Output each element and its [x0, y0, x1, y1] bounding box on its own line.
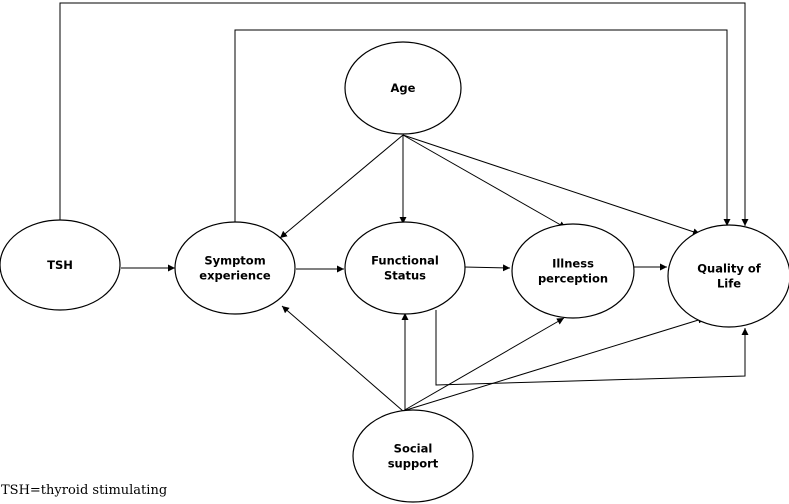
edge-symptom-to-qol	[234, 29, 731, 226]
edge-age-to-symptom	[279, 134, 404, 239]
edge-functional-to-illness	[463, 264, 511, 272]
node-label-line: support	[388, 456, 439, 470]
node-label-line: Illness	[552, 256, 594, 270]
edge-age-to-illness	[402, 134, 567, 229]
node-label-line: Age	[391, 81, 416, 95]
edge-functional-to-qol	[435, 310, 749, 386]
node-age: Age	[344, 41, 462, 135]
edge-social-to-symptom	[281, 305, 404, 412]
node-label-line: experience	[199, 268, 271, 282]
node-label-line: Functional	[371, 253, 439, 267]
node-label-line: Status	[384, 268, 426, 282]
edge-social-to-illness	[402, 317, 565, 412]
node-tsh-label: TSH	[47, 258, 73, 272]
edge-age-to-qol	[402, 134, 701, 236]
edge-social-to-qol	[402, 316, 706, 412]
node-tsh: TSH	[0, 219, 121, 311]
node-label-line: Symptom	[204, 253, 265, 267]
footnote: TSH=thyroid stimulating	[1, 483, 168, 498]
edge-tsh-to-qol	[59, 2, 749, 226]
node-label-line: perception	[538, 271, 608, 285]
node-label-line: TSH	[47, 258, 73, 272]
node-label-line: Quality of	[697, 261, 762, 275]
node-label-line: Social	[394, 441, 433, 455]
edges	[59, 2, 749, 412]
node-age-label: Age	[391, 81, 416, 95]
node-label-line: Life	[717, 276, 741, 290]
